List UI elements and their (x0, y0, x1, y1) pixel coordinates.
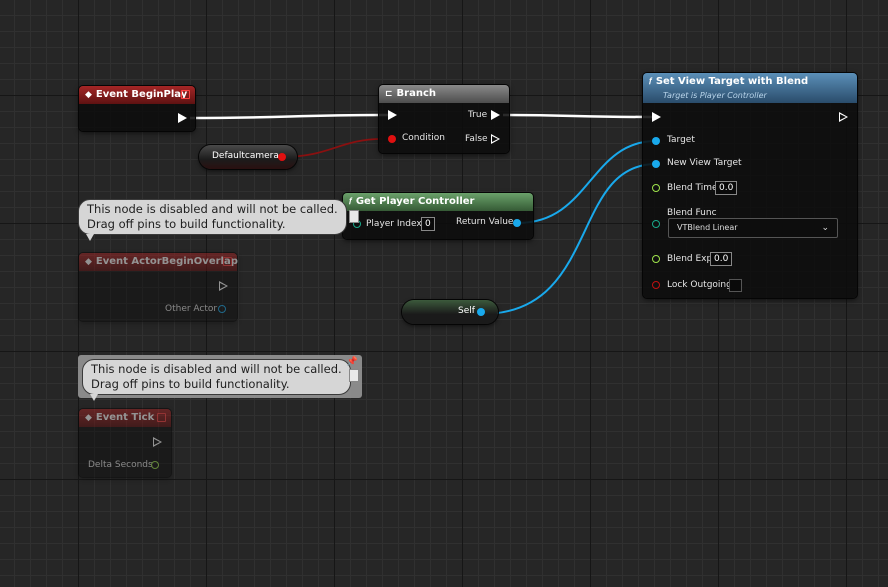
delta-seconds-pin[interactable] (151, 461, 159, 469)
defaultcamera-variable-node[interactable]: Defaultcamera (199, 145, 297, 169)
new-view-target-pin[interactable] (652, 160, 660, 168)
object-wire-return-value-to-target (517, 140, 657, 224)
branch-icon: ⊏ (385, 89, 393, 99)
blend-time-pin[interactable] (652, 184, 660, 192)
exec-wire-beginplay-to-branch (189, 113, 391, 120)
get-player-controller-title: Get Player Controller (355, 196, 475, 207)
blend-func-pin[interactable] (652, 220, 660, 228)
branch-header[interactable]: ⊏Branch (379, 85, 509, 103)
pushpin-icon[interactable]: 📌 (346, 357, 358, 367)
delegate-square-icon[interactable] (223, 257, 232, 266)
exec-output-pin[interactable] (178, 113, 187, 123)
event-tick-header[interactable]: ◆Event Tick (79, 409, 171, 427)
delegate-square-icon[interactable] (157, 413, 166, 422)
disabled-node-comment-2: This node is disabled and will not be ca… (78, 355, 362, 401)
self-reference-node[interactable]: Self (402, 300, 498, 324)
player-index-label: Player Index (366, 219, 422, 229)
branch-condition-label: Condition (402, 133, 445, 143)
branch-false-label: False (465, 134, 488, 144)
blend-exp-pin[interactable] (652, 255, 660, 263)
branch-true-label: True (468, 110, 488, 120)
event-actor-begin-overlap-node[interactable]: ◆Event ActorBeginOverlap Other Actor (79, 253, 238, 321)
self-output-pin[interactable] (477, 308, 485, 316)
disabled-message-bubble: This node is disabled and will not be ca… (78, 199, 347, 241)
exec-output-pin[interactable] (153, 437, 162, 447)
disabled-message-bubble-2: This node is disabled and will not be ca… (82, 359, 351, 401)
exec-input-pin[interactable] (652, 112, 661, 122)
blend-exp-label: Blend Exp (667, 254, 713, 264)
defaultcamera-label: Defaultcamera (212, 151, 279, 161)
event-diamond-icon: ◆ (85, 257, 92, 267)
disabled-message-text-2: This node is disabled and will not be ca… (91, 362, 342, 391)
delegate-square-icon[interactable] (181, 90, 190, 99)
exec-input-pin[interactable] (388, 110, 397, 120)
bubble-tail (86, 234, 94, 241)
comment-pin-toggle[interactable] (349, 210, 359, 223)
exec-output-pin[interactable] (219, 281, 228, 291)
exec-output-pin[interactable] (839, 112, 848, 122)
branch-title: Branch (396, 88, 437, 99)
blend-time-label: Blend Time (667, 183, 718, 193)
blend-func-dropdown[interactable]: VTBlend Linear ⌄ (668, 218, 838, 238)
disabled-node-comment: This node is disabled and will not be ca… (78, 199, 347, 242)
player-index-field[interactable]: 0 (421, 217, 435, 231)
self-label: Self (458, 306, 475, 316)
set-view-target-subtitle: Target is Player Controller (663, 91, 767, 100)
comment-pin-toggle[interactable] (349, 369, 359, 382)
event-diamond-icon: ◆ (85, 413, 92, 423)
defaultcamera-output-pin[interactable] (278, 153, 286, 161)
function-f-icon: 𝑓 (649, 77, 652, 87)
event-diamond-icon: ◆ (85, 90, 92, 100)
bubble-tail (90, 394, 98, 401)
false-exec-pin[interactable] (491, 134, 500, 144)
event-actor-begin-overlap-header[interactable]: ◆Event ActorBeginOverlap (79, 253, 238, 271)
disabled-message-text: This node is disabled and will not be ca… (87, 202, 338, 231)
lock-outgoing-label: Lock Outgoing (667, 280, 732, 290)
blend-func-label: Blend Func (667, 208, 717, 218)
object-wire-self-to-new-view-target (481, 163, 657, 315)
other-actor-label: Other Actor (165, 304, 218, 314)
delta-seconds-label: Delta Seconds (88, 460, 153, 470)
true-exec-pin[interactable] (491, 110, 500, 120)
set-view-target-title: Set View Target with Blend (655, 76, 809, 87)
exec-wire-branch-true-to-set-view-target (502, 113, 655, 119)
return-value-label: Return Value (456, 217, 514, 227)
event-actor-begin-overlap-title: Event ActorBeginOverlap (95, 256, 238, 267)
event-beginplay-node[interactable]: ◆Event BeginPlay (79, 86, 195, 131)
function-f-icon: 𝑓 (349, 197, 352, 207)
condition-pin[interactable] (388, 135, 396, 143)
other-actor-pin[interactable] (218, 305, 226, 313)
event-tick-title: Event Tick (95, 412, 155, 423)
lock-outgoing-pin[interactable] (652, 281, 660, 289)
new-view-target-label: New View Target (667, 158, 742, 168)
event-beginplay-header[interactable]: ◆Event BeginPlay (79, 86, 195, 104)
bool-wire-defaultcamera-to-condition (281, 138, 383, 158)
target-pin[interactable] (652, 137, 660, 145)
blend-func-value: VTBlend Linear (677, 223, 738, 232)
target-label: Target (667, 135, 695, 145)
event-tick-node[interactable]: ◆Event Tick Delta Seconds (79, 409, 171, 477)
branch-node[interactable]: ⊏Branch True Condition False (379, 85, 509, 153)
event-beginplay-title: Event BeginPlay (95, 89, 188, 100)
blend-exp-field[interactable]: 0.0 (710, 252, 733, 266)
blend-time-field[interactable]: 0.0 (715, 181, 738, 195)
return-value-pin[interactable] (513, 219, 521, 227)
lock-outgoing-checkbox[interactable] (729, 279, 742, 292)
chevron-down-icon: ⌄ (821, 223, 829, 233)
